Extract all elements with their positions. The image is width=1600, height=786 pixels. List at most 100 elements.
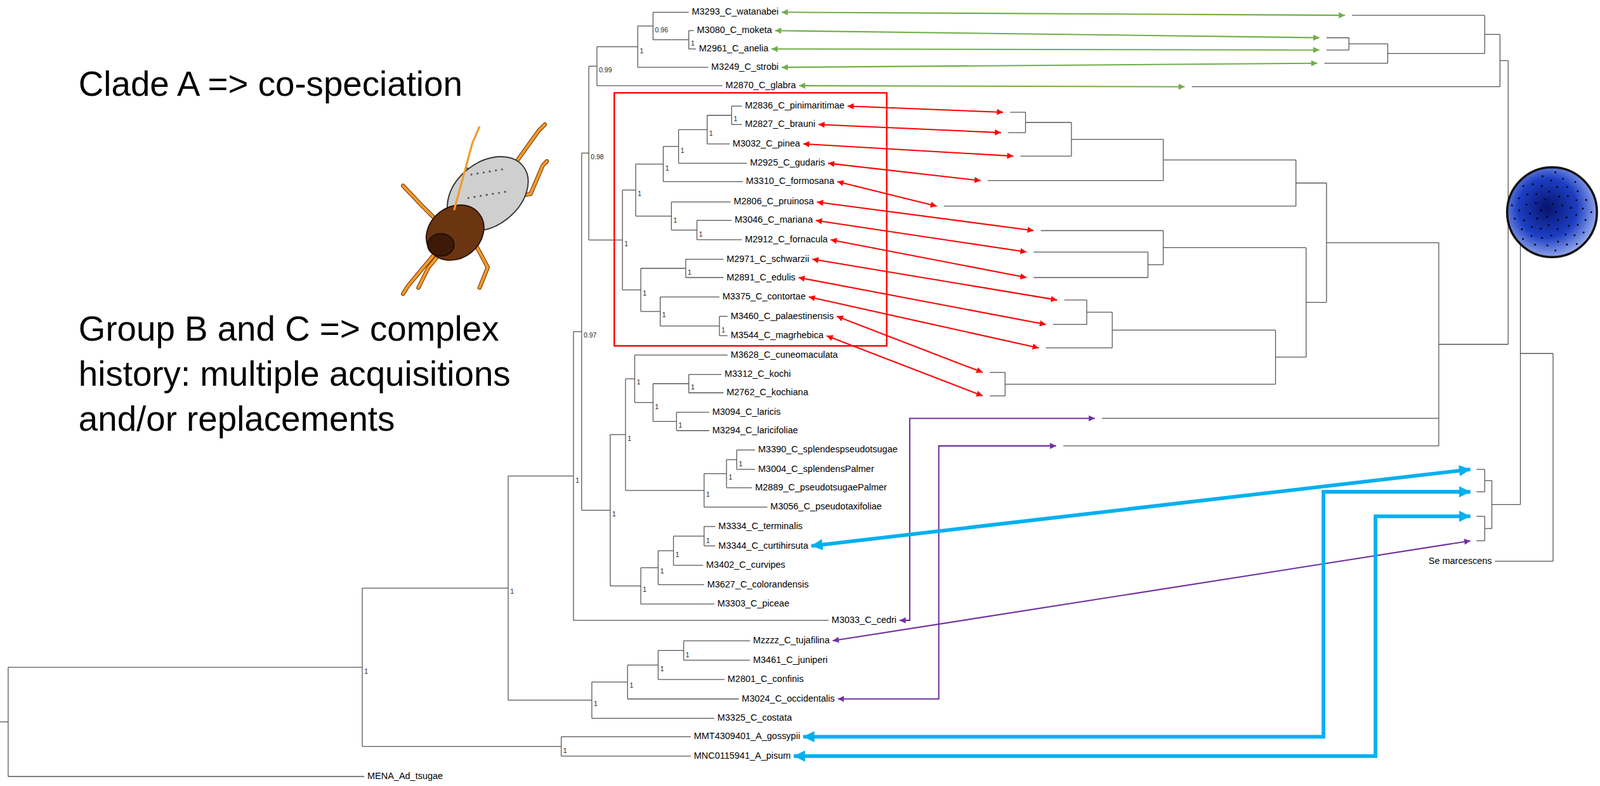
bacterium-dot bbox=[1573, 234, 1576, 237]
tree-branch bbox=[507, 475, 509, 700]
tree-branch bbox=[662, 181, 743, 183]
tree-branch bbox=[676, 430, 709, 431]
species-label: M3334_C_terminalis bbox=[718, 522, 803, 532]
tree-branch bbox=[676, 411, 709, 413]
tree-branch bbox=[685, 258, 724, 260]
tree-branch bbox=[609, 434, 611, 586]
bacterium-dot bbox=[1576, 190, 1579, 193]
tree-branch bbox=[688, 30, 689, 49]
bacterium-dot bbox=[1556, 186, 1559, 189]
species-label: M2971_C_schwarzii bbox=[726, 254, 809, 264]
tree-branch bbox=[635, 164, 636, 217]
bacterium-dot bbox=[1575, 213, 1578, 216]
support-value: 1 bbox=[738, 460, 743, 467]
tree-branch bbox=[736, 449, 755, 451]
support-value: 1 bbox=[639, 47, 644, 54]
tree-branch bbox=[1499, 34, 1501, 87]
association-arrow bbox=[771, 48, 1320, 51]
tree-branch bbox=[683, 659, 751, 661]
tree-branch bbox=[627, 664, 629, 699]
tree-branch bbox=[596, 46, 638, 47]
tree-branch bbox=[635, 163, 663, 165]
tree-branch bbox=[1348, 43, 1388, 45]
clade-box bbox=[614, 92, 887, 346]
tree-branch bbox=[1086, 312, 1113, 313]
tree-branch bbox=[685, 259, 686, 278]
tree-branch bbox=[627, 664, 658, 666]
tree-branch bbox=[8, 775, 365, 777]
aphid-dot bbox=[494, 169, 497, 172]
tree-branch bbox=[987, 180, 1164, 181]
support-value: 1 bbox=[655, 403, 660, 410]
bacterium-dot bbox=[1535, 217, 1538, 220]
species-label: M3627_C_colorandensis bbox=[707, 579, 809, 589]
support-value: 1 bbox=[627, 435, 632, 443]
tree-branch bbox=[588, 65, 589, 240]
support-value: 1 bbox=[637, 190, 642, 198]
species-label: M3325_C_costata bbox=[717, 713, 792, 723]
species-label: M3310_C_formosana bbox=[746, 177, 835, 186]
association-arrow bbox=[781, 63, 1318, 68]
tree-branch bbox=[1325, 183, 1327, 303]
support-value: 1 bbox=[665, 164, 670, 172]
tree-branch bbox=[688, 30, 695, 32]
tree-branch bbox=[1494, 560, 1554, 562]
tree-branch bbox=[1033, 251, 1148, 253]
tree-branch bbox=[652, 12, 689, 13]
tree-branch bbox=[731, 105, 742, 107]
bacterium-dot bbox=[1585, 199, 1588, 202]
tree-branch bbox=[1552, 353, 1554, 561]
bacterium-dot bbox=[1532, 183, 1535, 186]
support-value: 1 bbox=[510, 589, 514, 596]
bacterium-dot bbox=[1565, 216, 1568, 219]
aphid-dot bbox=[473, 196, 476, 198]
association-arrow bbox=[899, 418, 1096, 620]
tree-branch bbox=[588, 239, 623, 241]
bacterium-dot bbox=[1554, 171, 1557, 174]
species-label: M3293_C_watanabei bbox=[692, 7, 780, 17]
group-title: Clade A => co-speciation bbox=[78, 61, 569, 107]
tree-branch bbox=[1491, 480, 1493, 530]
tree-branch bbox=[671, 229, 697, 231]
tree-branch bbox=[1041, 230, 1164, 231]
species-label: M3390_C_splendespseudotsugae bbox=[758, 445, 898, 455]
tree-branch bbox=[1147, 264, 1163, 266]
association-arrow bbox=[811, 469, 1471, 547]
tree-branch bbox=[1004, 383, 1276, 385]
species-label: M3056_C_pseudotaxifoliae bbox=[770, 502, 882, 512]
bacterium-dot bbox=[1546, 244, 1549, 247]
bacterium-dot bbox=[1511, 204, 1514, 207]
tree-branch bbox=[1484, 480, 1492, 481]
aphid-dot bbox=[498, 191, 500, 194]
tree-branch bbox=[685, 277, 724, 278]
aphid-dot bbox=[501, 168, 504, 171]
aphid-illustration bbox=[402, 124, 547, 294]
tree-branch bbox=[1484, 528, 1492, 530]
tree-branch bbox=[678, 163, 748, 164]
bacterium-dot bbox=[1549, 179, 1552, 182]
support-value: 1 bbox=[629, 683, 634, 690]
association-arrow bbox=[808, 296, 1040, 348]
tree-branch bbox=[634, 402, 653, 403]
tree-branch bbox=[696, 220, 698, 240]
tree-branch bbox=[652, 383, 689, 384]
aphid-dot bbox=[504, 190, 507, 193]
tree-branch bbox=[1438, 343, 1509, 345]
tree-branch bbox=[1112, 312, 1113, 348]
species-label: Mzzzz_C_tujafilina bbox=[753, 636, 830, 646]
tree-branch bbox=[736, 468, 755, 470]
tree-branch bbox=[703, 526, 705, 547]
species-label: MENA_Ad_tsugae bbox=[367, 772, 443, 781]
bacterium-dot bbox=[1575, 242, 1578, 245]
bacterium-dot bbox=[1584, 218, 1587, 221]
tree-branch bbox=[704, 506, 768, 508]
association-arrow bbox=[798, 85, 1185, 87]
support-value: 1 bbox=[699, 230, 703, 238]
support-value: 1 bbox=[662, 312, 667, 320]
tree-branch bbox=[1326, 37, 1349, 39]
tree-branch bbox=[622, 289, 641, 290]
tree-branch bbox=[1033, 277, 1148, 278]
tree-branch bbox=[671, 201, 672, 230]
bacterium-dot bbox=[1534, 243, 1536, 246]
